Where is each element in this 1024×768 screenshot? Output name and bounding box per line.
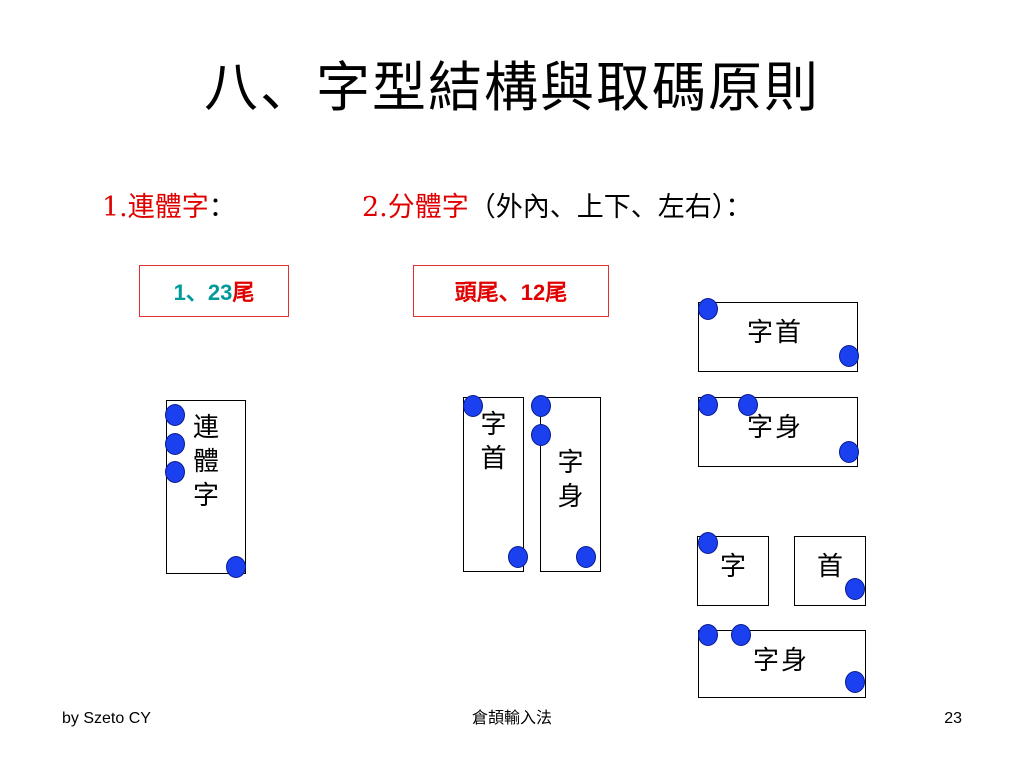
slide-title: 八、字型結構與取碼原則 xyxy=(204,56,820,119)
body-box-top: 字身 xyxy=(698,397,858,467)
section2-name: 分體字 xyxy=(387,192,469,223)
code-point-dot xyxy=(698,298,718,320)
section2-number: 2. xyxy=(362,192,388,223)
code-point-dot xyxy=(845,671,865,693)
body-box-top-text: 字身 xyxy=(747,413,804,443)
slide-number: 23 xyxy=(944,710,962,727)
code-point-dot xyxy=(845,578,865,600)
section1-name: 連體字 xyxy=(127,192,209,223)
section2-rule-label: 頭尾、12尾 xyxy=(413,265,609,317)
code-point-dot xyxy=(738,394,758,416)
head-box-top: 字首 xyxy=(698,302,858,372)
code-point-dot xyxy=(508,546,528,568)
code-point-dot xyxy=(698,532,718,554)
code-point-dot xyxy=(576,546,596,568)
footer-author: by Szeto CY xyxy=(62,710,151,727)
section1-rule-label-tail: 尾 xyxy=(232,280,255,305)
body-box-bottom: 字身 xyxy=(698,630,866,698)
right-part-text: 字身 xyxy=(557,448,584,512)
split-head-right-text: 首 xyxy=(817,552,846,582)
code-point-dot xyxy=(463,395,483,417)
section1-heading: 1.連體字： xyxy=(102,190,236,226)
code-point-dot xyxy=(531,395,551,417)
left-part-box: 字首 xyxy=(463,397,524,572)
section2-heading: 2.分體字（外內、上下、左右）： xyxy=(362,190,752,226)
right-part-box: 字身 xyxy=(540,397,601,572)
code-point-dot xyxy=(839,345,859,367)
body-box-bottom-text: 字身 xyxy=(753,646,810,676)
code-point-dot xyxy=(698,624,718,646)
code-point-dot xyxy=(698,394,718,416)
section1-number: 1. xyxy=(102,192,128,223)
section1-rule-label-numbers: 1、23 xyxy=(173,280,233,305)
code-point-dot xyxy=(839,441,859,463)
code-point-dot xyxy=(731,624,751,646)
code-point-dot xyxy=(165,461,185,483)
code-point-dot xyxy=(226,556,246,578)
split-head-left-text: 字 xyxy=(720,552,749,582)
section1-colon: ： xyxy=(208,192,236,223)
footer-title: 倉頡輸入法 xyxy=(471,710,552,727)
code-point-dot xyxy=(165,404,185,426)
code-point-dot xyxy=(531,424,551,446)
section2-paren: （外內、上下、左右）： xyxy=(468,192,753,223)
head-box-top-text: 字首 xyxy=(747,318,804,348)
connected-char-text: 連體字 xyxy=(192,413,219,511)
connected-char-box: 連體字 xyxy=(166,400,246,574)
left-part-text: 字首 xyxy=(480,410,507,474)
code-point-dot xyxy=(165,433,185,455)
